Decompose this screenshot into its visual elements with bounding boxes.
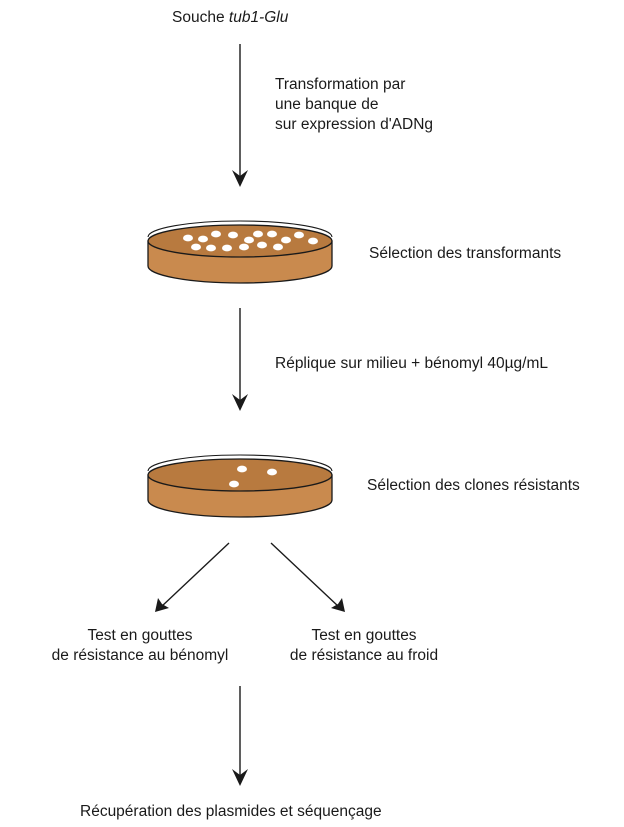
step1-line-2: une banque de	[275, 96, 379, 113]
step1-transformation-text: Transformation par une banque de sur exp…	[275, 75, 433, 135]
arrow-branch-left	[160, 542, 230, 608]
petri-dish-resistant-clones	[147, 454, 333, 518]
step1-line-3: sur expression d'ADNg	[275, 116, 434, 133]
arrow-branch-right	[270, 542, 340, 608]
start-strain-label: Souche tub1-Glu	[172, 8, 288, 28]
arrowhead-final	[232, 769, 248, 786]
start-prefix: Souche	[172, 9, 229, 26]
arrowhead-1	[232, 170, 248, 187]
colonies-dish1	[183, 230, 318, 252]
branch-left-test: Test en gouttes de résistance au bénomyl	[24, 626, 256, 666]
step3-replica-plating: Réplique sur milieu + bénomyl 40µg/mL	[275, 355, 548, 372]
step2-selection-transformants: Sélection des transformants	[369, 245, 562, 262]
branch-right-line-2: de résistance au froid	[289, 647, 439, 664]
colonies-dish2	[229, 465, 277, 488]
start-strain-name: tub1-Glu	[228, 9, 289, 26]
branch-left-line-2: de résistance au bénomyl	[51, 647, 229, 664]
arrowhead-branch-right	[331, 598, 345, 612]
arrowhead-2	[232, 394, 248, 411]
final-step-label: Récupération des plasmides et séquençage	[80, 803, 382, 820]
petri-dish-transformants	[147, 220, 333, 284]
branch-left-line-1: Test en gouttes	[87, 627, 193, 644]
step1-line-1: Transformation par	[275, 76, 406, 93]
branch-right-test: Test en gouttes de résistance au froid	[268, 626, 460, 666]
arrowhead-branch-left	[155, 598, 169, 612]
branch-right-line-1: Test en gouttes	[311, 627, 417, 644]
step4-selection-resistant: Sélection des clones résistants	[367, 477, 580, 494]
